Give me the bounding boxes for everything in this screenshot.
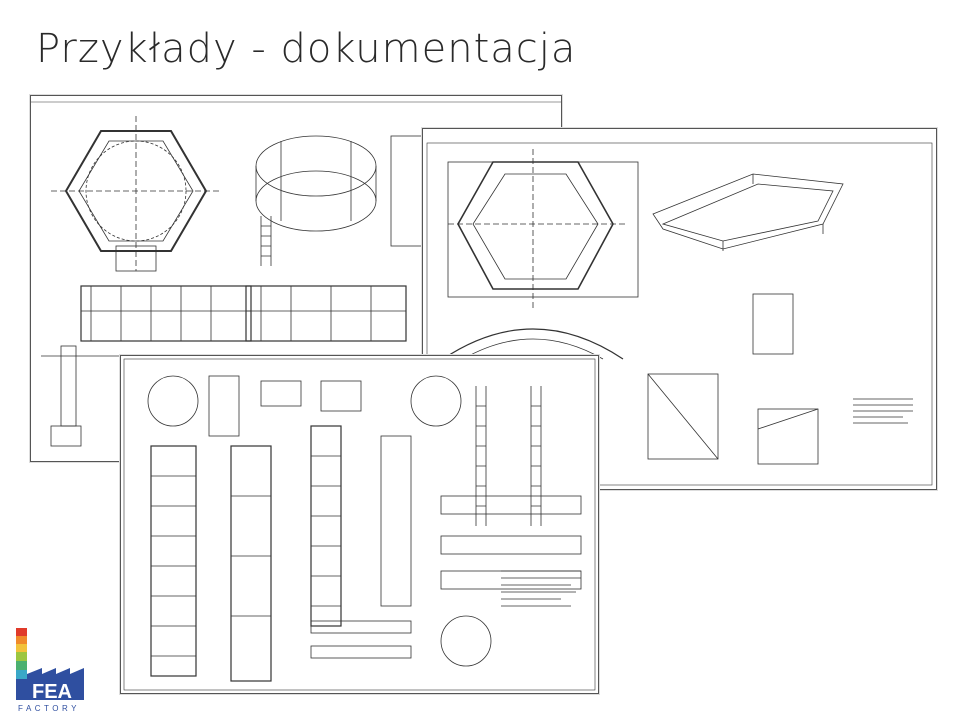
isometric-view (255, 135, 442, 266)
section-views (310, 495, 582, 667)
ladder-views (147, 375, 542, 682)
isometric-frame (652, 173, 844, 251)
hexagon-frame-plan (447, 149, 639, 309)
svg-text:FEA: FEA (32, 681, 72, 703)
slide-title: Przykłady - dokumentacja (36, 26, 577, 72)
hexagon-plan-view (51, 116, 221, 272)
drawing-sheet-ladders (120, 355, 599, 694)
fea-factory-logo: FEA FACTORY (14, 628, 89, 713)
svg-text:FACTORY: FACTORY (18, 704, 80, 713)
detail-views (442, 293, 913, 465)
